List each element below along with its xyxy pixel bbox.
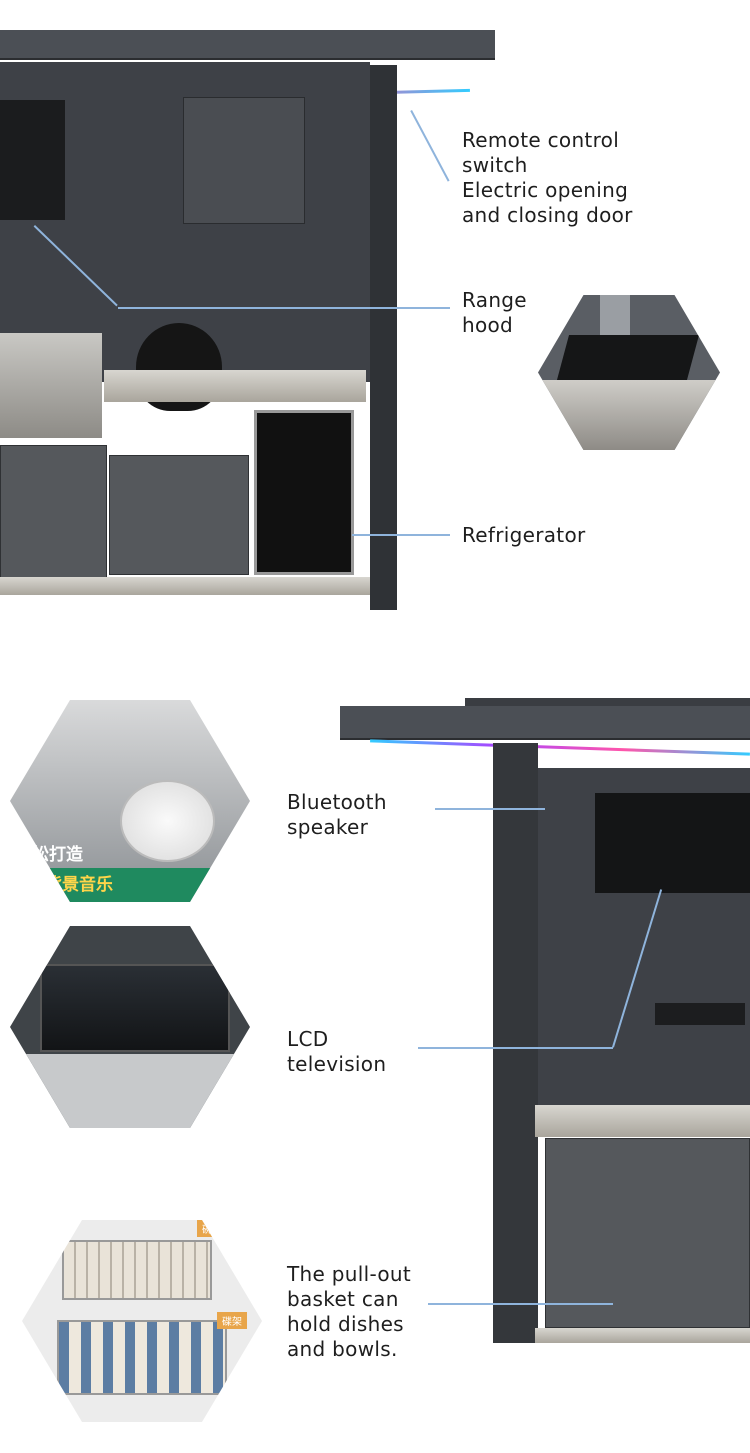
led-strip [370, 739, 750, 756]
callout-line-refrigerator [352, 534, 450, 536]
callout-line-remote [410, 110, 450, 182]
lower-cabinet [109, 455, 249, 575]
sink-cabinet [545, 1138, 750, 1328]
label-remote-door: Remote control switch Electric opening a… [462, 128, 633, 228]
callout-line-speaker [435, 808, 545, 810]
sink-countertop [535, 1105, 750, 1137]
countertop [104, 370, 366, 402]
canopy-door [0, 30, 495, 60]
side-panel [370, 65, 397, 610]
base-plinth [535, 1328, 750, 1343]
lcd-tv-image [10, 926, 250, 1128]
label-text: LCD [287, 1027, 329, 1051]
canopy-door [340, 706, 750, 740]
callout-line-basket [428, 1303, 613, 1305]
label-text: Bluetooth [287, 790, 387, 814]
tv-screen [40, 964, 230, 1052]
label-text: speaker [287, 815, 369, 839]
control-switches [655, 1003, 745, 1025]
drawer-cabinet [0, 445, 107, 595]
plate-rack [62, 1240, 212, 1300]
side-panel [493, 743, 538, 1343]
image-caption: 松打造 [32, 845, 83, 865]
label-text: and bowls. [287, 1337, 398, 1361]
lcd-tv [595, 793, 750, 893]
label-text: television [287, 1052, 387, 1076]
label-text: Remote control [462, 128, 620, 152]
label-text: and closing door [462, 203, 633, 227]
label-text: hold dishes [287, 1312, 404, 1336]
wall-cabinet [183, 97, 305, 224]
outdoor-kitchen-photo-bottom [340, 698, 750, 1353]
speaker [120, 780, 215, 862]
bluetooth-speaker-image: 松打造 背景音乐 [10, 700, 250, 902]
label-pull-out-basket: The pull-out basket can hold dishes and … [287, 1262, 411, 1362]
label-lcd-tv: LCD television [287, 1027, 386, 1077]
outdoor-kitchen-photo-top [0, 25, 495, 610]
image-tag: 碟架 [217, 1312, 247, 1329]
label-text: hood [462, 313, 514, 337]
label-text: Electric opening [462, 178, 629, 202]
range-hood [0, 100, 65, 220]
bowl-rack [57, 1320, 227, 1395]
pull-out-basket-image: 碗 碟架 [22, 1220, 262, 1422]
image-caption: 背景音乐 [45, 875, 113, 895]
label-refrigerator: Refrigerator [462, 523, 586, 547]
base-plinth [0, 577, 370, 595]
refrigerator [254, 410, 354, 575]
label-text: The pull-out [287, 1262, 411, 1286]
callout-line-tv [418, 1047, 613, 1049]
range-hood-detail-image [538, 295, 720, 450]
label-text: switch [462, 153, 528, 177]
image-tag: 碗 [197, 1220, 217, 1237]
label-range-hood: Range hood [462, 288, 527, 338]
callout-line-range-hood [118, 307, 450, 309]
grill [0, 333, 102, 438]
label-bluetooth-speaker: Bluetooth speaker [287, 790, 387, 840]
label-text: basket can [287, 1287, 399, 1311]
label-text: Range [462, 288, 527, 312]
